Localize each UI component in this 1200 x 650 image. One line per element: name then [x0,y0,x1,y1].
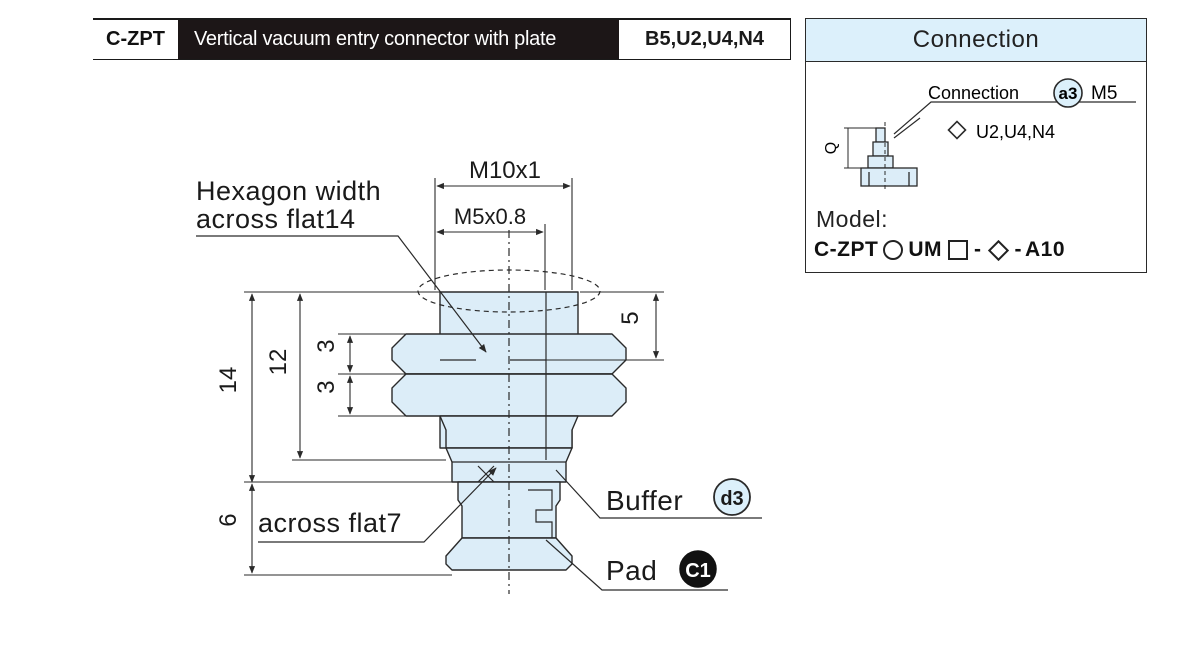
top-dimensions [434,178,573,290]
dim-6-label: 6 [215,513,242,526]
buffer-leader [555,469,762,519]
buffer-badge: d3 [720,488,743,510]
pad-badge: C1 [685,560,711,582]
hex-label-line1: Hexagon width [196,176,381,206]
across-flat-small-label: across flat7 [258,508,402,538]
thread-outer-label: M10x1 [469,157,541,184]
buffer-label: Buffer [606,485,683,516]
technical-drawing: M10x1 M5x0.8 Hexagon width across flat14… [196,157,762,594]
connection-variants: U2,U4,N4 [976,122,1055,142]
connection-panel: Connection Q Connection a3 M5 [805,18,1147,273]
variant-leader [893,117,921,139]
dim-3b-label: 3 [313,380,340,393]
pad-leader [545,539,728,591]
product-code: C-ZPT [106,28,165,50]
connection-label: Connection [928,83,1019,103]
internal-details [406,292,612,538]
model-label: Model: [816,206,889,232]
model-dash-2: - [1014,238,1022,261]
hex-label-line2: across flat14 [196,204,356,234]
circle-placeholder-icon [883,240,904,260]
model-prefix: C-ZPT [814,238,879,261]
connection-mini-drawing: Q Connection a3 M5 U2,U4,N4 [823,78,1136,190]
dim-12-label: 12 [265,349,292,376]
pad-badge-circle [679,550,717,588]
diamond-placeholder-icon [987,239,1009,261]
connection-thread: M5 [1091,83,1117,104]
dim-q-label: Q [823,142,840,154]
product-title: Vertical vacuum entry connector with pla… [178,20,619,59]
hex-label-leader [196,235,487,353]
connection-panel-title: Connection [806,19,1146,62]
across-flat-leader [258,467,497,543]
buffer-slot [528,489,553,538]
mini-fitting-icon [860,127,918,187]
title-strip: C-ZPT Vertical vacuum entry connector wi… [93,18,791,60]
model-um: UM [908,238,942,261]
connection-badge: a3 [1059,84,1078,103]
connection-panel-body: Q Connection a3 M5 U2,U4,N4 Model: C-ZPT… [806,62,1146,272]
thread-inner-label: M5x0.8 [454,204,526,229]
model-suffix: A10 [1025,238,1066,261]
model-code: C-ZPT UM - - A10 [814,238,1065,262]
option-codes: B5,U2,U4,N4 [619,20,791,59]
right-dimensions [546,291,664,361]
model-dash-1: - [974,238,982,261]
left-dimensions [244,291,458,576]
diamond-icon [947,120,967,140]
dim-5-label: 5 [617,311,644,324]
square-placeholder-icon [948,240,968,260]
connection-badge-circle [1053,78,1083,108]
dim-14-label: 14 [215,367,242,394]
dim-3a-label: 3 [313,339,340,352]
pad-label: Pad [606,555,657,586]
buffer-badge-circle [713,478,751,516]
